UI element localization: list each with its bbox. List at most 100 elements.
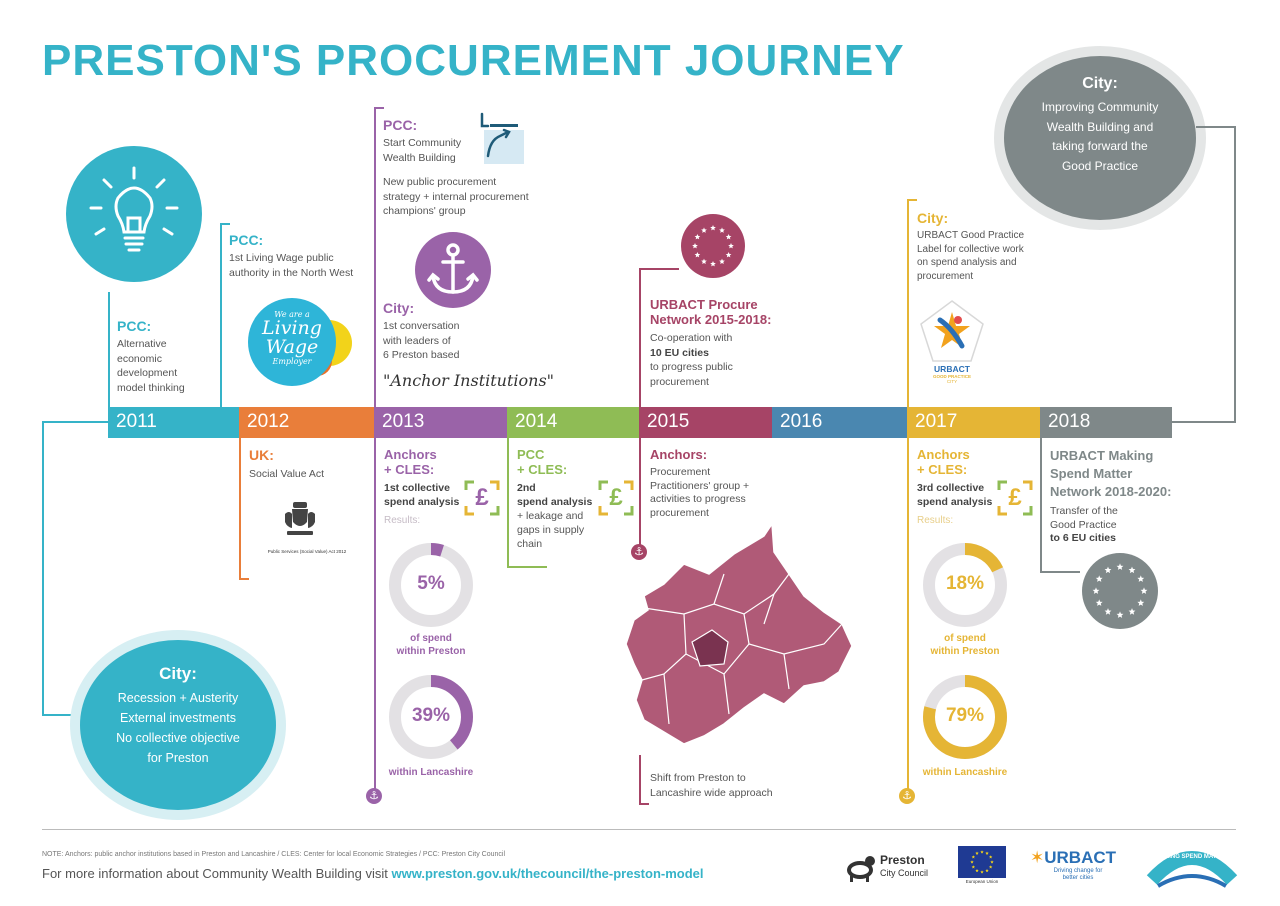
2011-text-line: model thinking [117,381,185,394]
eu-flag-logo: European Union [958,846,1006,886]
2014-text: + leakage and [517,510,584,522]
footer-link[interactable]: www.preston.gov.uk/thecouncil/the-presto… [391,866,704,881]
star-icon [1137,599,1145,606]
2015-top-text: Co-operation with [650,332,733,344]
page-title: PRESTON'S PROCUREMENT JOURNEY [42,36,905,85]
2014-heading: + CLES: [517,462,568,477]
2015-top-heading: Network 2015-2018: [650,312,772,327]
star-icon [1116,563,1124,570]
2015-top-text: to progress public [650,361,733,373]
2015-bottom-text: Practitioners' group + [650,479,750,492]
msm-logo-text: MAKING SPEND MATTER [1155,854,1229,860]
star-icon [1095,599,1103,606]
2013-bottom-text: spend analysis [384,496,460,508]
urbact-tagline: Driving change for [1053,868,1103,874]
donut-2013-preston-value: 5% [417,573,445,594]
2013-pcc-text: Start Community [383,137,462,149]
2012-top-heading: PCC: [229,232,264,248]
star-icon [1128,566,1136,574]
star-icon [980,870,984,874]
timeline-year-2016: 2016 [772,407,907,438]
star-icon [725,252,732,258]
city-top-line: taking forward the [1052,139,1148,153]
star-icon [710,261,716,267]
2013-pcc-text2: New public procurement [383,176,497,188]
2011-text-line: economic [117,352,162,365]
star-icon [990,860,994,864]
2017-bottom-text: 3rd collective [917,482,985,494]
2013-pcc-heading: PCC: [383,117,418,133]
2013-city-heading: City: [383,300,415,316]
footer-note: NOTE: Anchors: public anchor institution… [42,851,505,858]
star-icon [701,227,707,233]
donut-caption: within Lancashire [922,767,1008,778]
city-top-line: Good Practice [1061,158,1139,173]
city-top-heading: City: [1082,75,1118,92]
eu-stars-icon [1082,553,1158,629]
urbact-footer-text: URBACT [1044,848,1117,867]
2011-text-line: Alternative [117,338,167,350]
city-bottom-heading: City: [159,664,197,683]
donut-caption: within Preston [930,646,1000,657]
2017-top-heading: City: [917,210,949,226]
map-caption: Lancashire wide approach [650,786,773,799]
royal-crest-icon [283,500,317,540]
donut-caption: of spend [410,633,452,644]
eu-logo-text: European Union [965,879,999,884]
living-wage-logo-text: Employer [272,357,312,366]
2017-bottom-text: spend analysis [917,496,993,508]
2014-text: gaps in supply [517,524,585,536]
2017-top-text: on spend analysis and [917,257,1017,268]
anchor-small-icon: ⚓ [631,544,647,560]
preston-logo-text: City Council [880,868,929,878]
star-icon [725,234,732,240]
donut-2013-lancashire [389,675,473,759]
urbact-logo: ✶URBACT Driving change for better cities [1030,848,1126,888]
urbact-tagline: better cities [1062,875,1094,881]
timeline-year-2014: 2014 [507,407,639,438]
2015-top-text: procurement [650,375,709,388]
star-icon [1104,608,1112,615]
donut-caption: of spend [944,633,986,644]
2013-pcc-text2: champions' group [383,205,466,217]
star-icon [971,865,976,869]
urbact-logo-text: GOOD PRACTICE [932,374,971,379]
star-icon [694,252,701,258]
donut-2013-preston [389,543,473,627]
star-icon [1095,575,1103,582]
star-icon [1116,611,1124,618]
2012-top-text: authority in the North West [229,266,354,279]
living-wage-logo: We are a Living Wage Employer [248,298,358,386]
star-icon [694,234,701,240]
community-wealth-logo [478,110,524,166]
star-icon [719,227,725,233]
star-icon [719,258,725,265]
anchor-icon [415,232,491,308]
city-top-line: Wealth Building and [1046,119,1154,134]
anchor-small-icon: ⚓ [366,788,382,804]
timeline-year-2011: 2011 [108,407,239,438]
2014-heading: PCC [517,447,545,462]
donut-caption: within Preston [396,646,466,657]
star-icon [1140,587,1148,594]
star-icon [975,851,979,855]
2015-top-heading: URBACT Procure [650,297,758,312]
timeline-year-2018: 2018 [1040,407,1172,438]
urbact-logo-text: URBACT [934,364,970,374]
city-good-practice-circle [1004,56,1196,220]
star-icon [975,868,979,873]
2017-results-label: Results: [917,515,954,526]
urbact-good-practice-logo: URBACT GOOD PRACTICE CITY [918,298,986,390]
2018-text: Good Practice [1050,518,1117,531]
eu-stars-icon [681,214,745,278]
star-icon [1092,587,1100,594]
timeline-year-2017: 2017 [907,407,1040,438]
star-icon [1104,566,1112,574]
2012-bottom-text: Social Value Act [249,468,325,480]
urbact-logo-text: CITY [946,379,958,384]
2014-text: spend analysis [517,496,593,508]
pound-exchange-icon: £ [597,479,635,517]
donut-2017-preston-value: 18% [945,573,985,594]
city-bottom-line: External investments [119,711,237,725]
anchor-small-icon: ⚓ [899,788,915,804]
